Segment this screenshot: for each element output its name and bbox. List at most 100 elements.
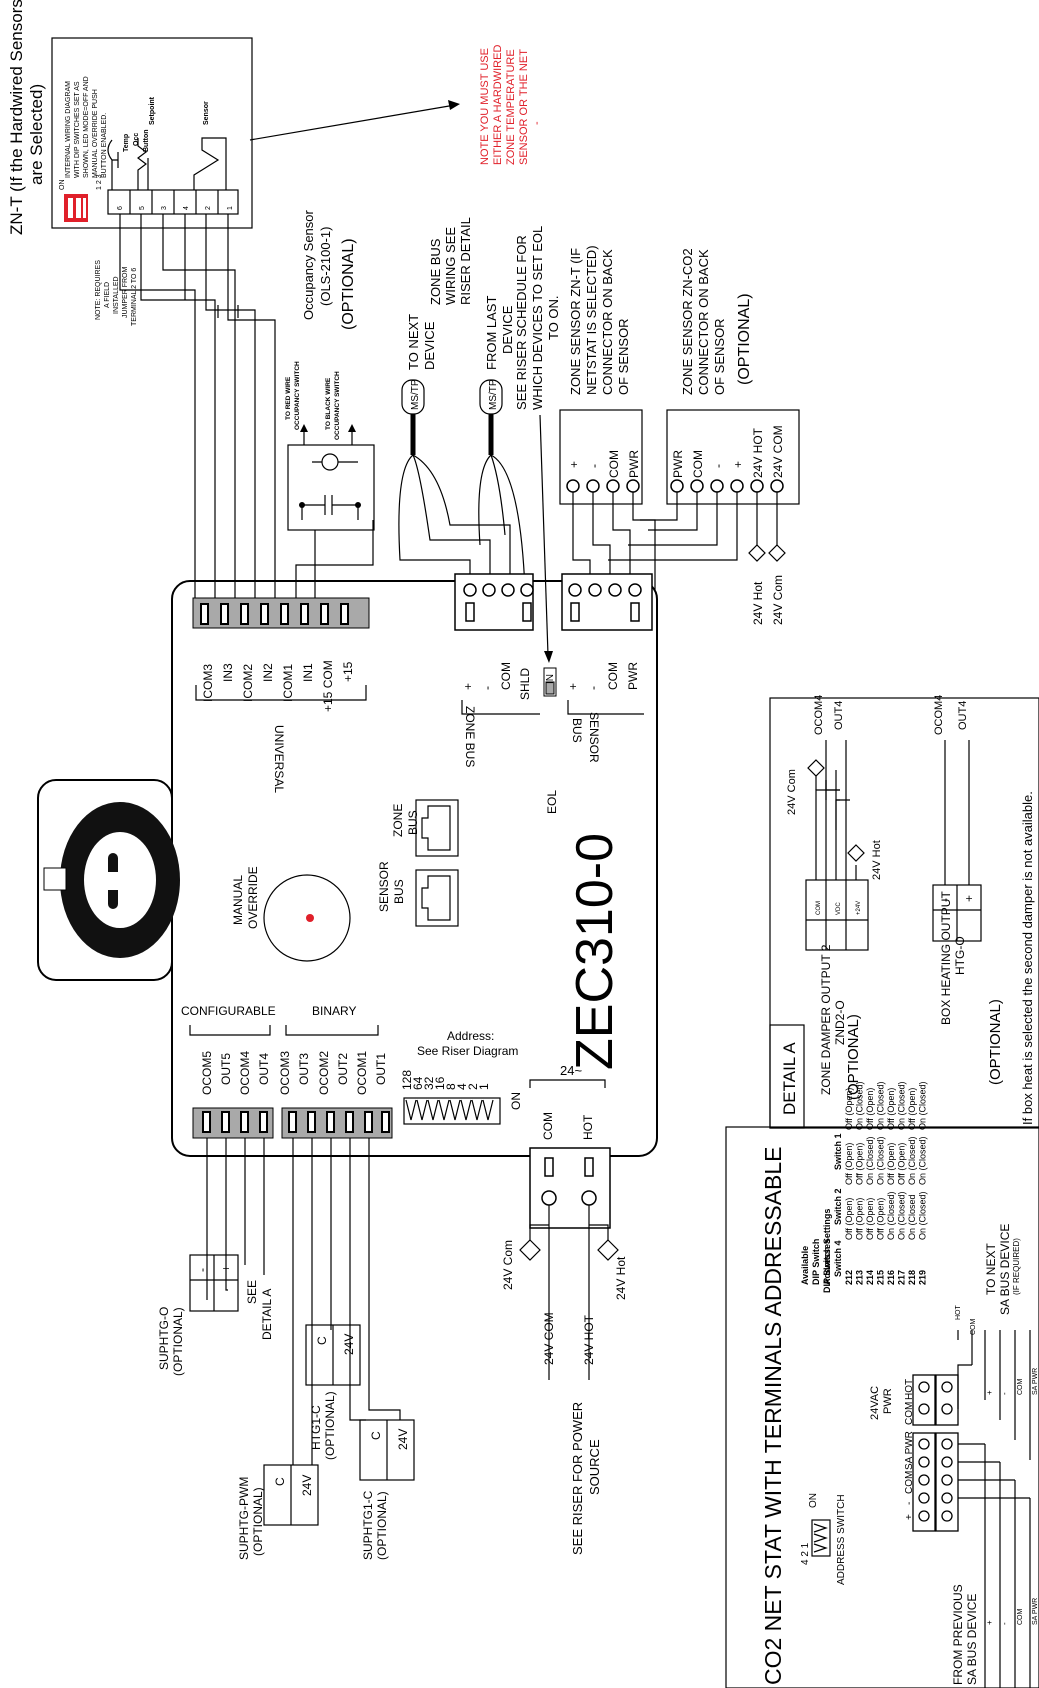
zonebus-wiring-3: RISER DETAIL (458, 217, 473, 305)
univ-icom1: ICOM1 (281, 664, 295, 702)
box-heat-opt: (OPTIONAL) (987, 999, 1004, 1085)
out-ocom3: OCOM3 (278, 1051, 292, 1095)
znt-int-3: SHOWN, LED MODE=OFF AND (83, 76, 90, 178)
box-ocom4: OCOM4 (933, 695, 945, 735)
htg1-c-24v: 24V (342, 1334, 356, 1355)
co2-on: ON (808, 1493, 819, 1508)
model-label: ZEC310-0 (566, 833, 624, 1070)
zs-3: CONNECTOR ON BACK (600, 249, 615, 395)
table-cell-r2-c2: On (Closed) (865, 1136, 875, 1185)
addr-64: 64 (411, 1076, 425, 1090)
zc-term-minus: - (711, 464, 725, 468)
wire-sapwr-1: SA PWR (1032, 1598, 1039, 1625)
table-cell-r7-c1: On (Closed) (918, 1191, 928, 1240)
out-out1: OUT1 (374, 1053, 388, 1085)
temp-label: Temp (123, 134, 130, 152)
from-prev-1: FROM PREVIOUS (951, 1584, 965, 1685)
zone-bus-jack[interactable] (415, 799, 459, 857)
mstp-2: MS/TP (488, 379, 499, 410)
table-s4: Switch 4 (833, 1240, 843, 1277)
table-cell-r4-c0: 216 (886, 1270, 896, 1285)
znt-int-2: WITH DIP SWITCHES SET AS (74, 81, 81, 178)
sensor-bus-jack[interactable] (415, 869, 459, 927)
zs-term-minus: - (587, 464, 601, 468)
note-3: ZONE TEMPERATURE (505, 49, 517, 165)
sensor-label: Sensor (203, 101, 210, 125)
power-hot: HOT (581, 1114, 595, 1140)
sb-com: COM (606, 662, 620, 690)
table-s2: Switch 2 (833, 1188, 843, 1225)
occupancy-switch-box (287, 444, 375, 531)
box-heat-note: If box heat is selected the second dampe… (1020, 791, 1035, 1125)
note-2: EITHER A HARDWIRED (492, 45, 504, 165)
znt-terminal-strip (107, 189, 239, 215)
suphtg-o-minus: - (195, 1268, 209, 1272)
suphtg-pwm-label: SUPHTG-PWM (237, 1477, 251, 1560)
from-last-device: FROM LAST (484, 296, 499, 370)
co2-plus: + (904, 1514, 915, 1520)
co2-title: CO2 NET STAT WITH TERMINALS ADDRESSABLE (760, 1147, 786, 1686)
box-heat-minus: - (938, 898, 952, 902)
table-cell-r5-c0: 217 (897, 1270, 907, 1285)
detail-ocom4: OCOM4 (813, 695, 825, 735)
addr-1: 1 (477, 1083, 491, 1090)
damper-actuator (805, 879, 869, 951)
zonebus-wiring-2: WIRING SEE (443, 227, 458, 305)
co2-panel (725, 1126, 1039, 1688)
address-label: Address: (447, 1029, 494, 1043)
box-out4: OUT4 (957, 701, 969, 730)
addr-on: ON (509, 1092, 523, 1110)
to-next-sa-2: SA BUS DEVICE (998, 1224, 1012, 1315)
znt-title-2: are Selected) (27, 84, 46, 185)
suphtg1-c-label: SUPHTG1-C (361, 1490, 375, 1560)
manual-override-button[interactable] (263, 874, 351, 962)
co2-sensor-connector (666, 409, 800, 505)
znt-term-6: 6 (117, 206, 124, 210)
from-last-device-2: DEVICE (500, 305, 515, 354)
red-note: NOTE YOU MUST USE EITHER A HARDWIRED ZON… (479, 45, 543, 165)
out-ocom5: OCOM5 (200, 1051, 214, 1095)
binary-label: BINARY (312, 1004, 356, 1018)
to-next-sa-1: TO NEXT (984, 1243, 998, 1295)
setpoint-label: Setpoint (149, 96, 156, 125)
zc-3: OF SENSOR (712, 318, 727, 395)
table-cell-r1-c0: 213 (855, 1270, 865, 1285)
dip-on: ON (59, 180, 66, 191)
from-prev-2: SA BUS DEVICE (965, 1594, 979, 1685)
zs-2: NETSTAT IS SELECTED) (584, 245, 599, 395)
to-next-device: TO NEXT (406, 314, 421, 370)
power-com: COM (541, 1112, 555, 1140)
table-cell-r1-c2: Off (Open) (855, 1143, 865, 1185)
eol-label: EOL (545, 790, 559, 814)
occ-label: Occ (133, 133, 140, 146)
table-cell-r2-c1: Off (Open) (865, 1198, 875, 1240)
table-cell-r2-c0: 214 (865, 1270, 875, 1285)
table-h2: DIP Switch (811, 1239, 821, 1285)
suphtg1-c-label-2: (OPTIONAL) (375, 1491, 389, 1560)
co2-com: COM (904, 1471, 915, 1494)
note-4: SENSOR OR THE NET (518, 49, 530, 165)
occ-sensor-3: (OPTIONAL) (340, 238, 357, 330)
out-out5: OUT5 (219, 1053, 233, 1085)
co2-address-switch[interactable] (811, 1519, 831, 1557)
wire-hot-pwr: HOT (955, 1305, 962, 1321)
co2-24v-com: 24V Com (771, 575, 785, 625)
table-cell-r1-c1: Off (Open) (855, 1198, 865, 1240)
co2-hot: HOT (904, 1379, 915, 1400)
damper-com: COM (816, 901, 822, 915)
power-24v-com-label: 24V COM (542, 1312, 556, 1365)
zone-damper-2: ZND2-O (833, 1000, 847, 1045)
address-dip-switch[interactable] (403, 1097, 501, 1125)
power-terminal (529, 1147, 611, 1229)
address-label-2: See Riser Diagram (417, 1044, 518, 1058)
table-cell-r0-c1: Off (Open) (844, 1198, 854, 1240)
znt-title: ZN-T (If the Hardwired Sensors (7, 0, 26, 235)
znt-int-5: BUTTON ENABLED. (101, 113, 108, 178)
suphtg-o-label-2: (OPTIONAL) (171, 1307, 185, 1376)
zc-term-com: COM (691, 450, 705, 478)
box-heat-plus: + (962, 895, 976, 902)
red-wire-label: TO RED WIRE (285, 376, 292, 420)
zb-shld: SHLD (518, 668, 532, 700)
configurable-label: CONFIGURABLE (181, 1004, 276, 1018)
table-cell-r3-c3: On (Closed) (876, 1081, 886, 1130)
